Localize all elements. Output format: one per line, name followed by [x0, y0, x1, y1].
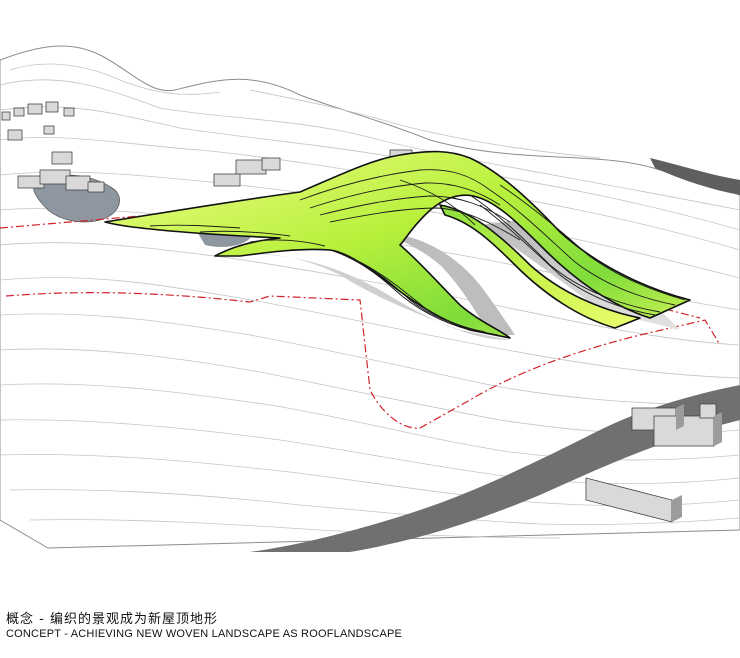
caption-english: CONCEPT - ACHIEVING NEW WOVEN LANDSCAPE … — [6, 628, 403, 640]
roof-cavity — [400, 235, 515, 335]
caption-chinese: 概念 - 编织的景观成为新屋顶地形 — [6, 612, 218, 627]
existing-buildings — [1, 101, 717, 523]
road — [250, 385, 740, 552]
concept-roof-landscape-drawing — [0, 45, 740, 552]
site-boundary-line — [0, 215, 721, 429]
road-upper — [650, 158, 740, 195]
roof-contours — [149, 169, 686, 336]
building-shadow-faces — [672, 404, 722, 522]
roof-second-ridge — [439, 204, 641, 329]
